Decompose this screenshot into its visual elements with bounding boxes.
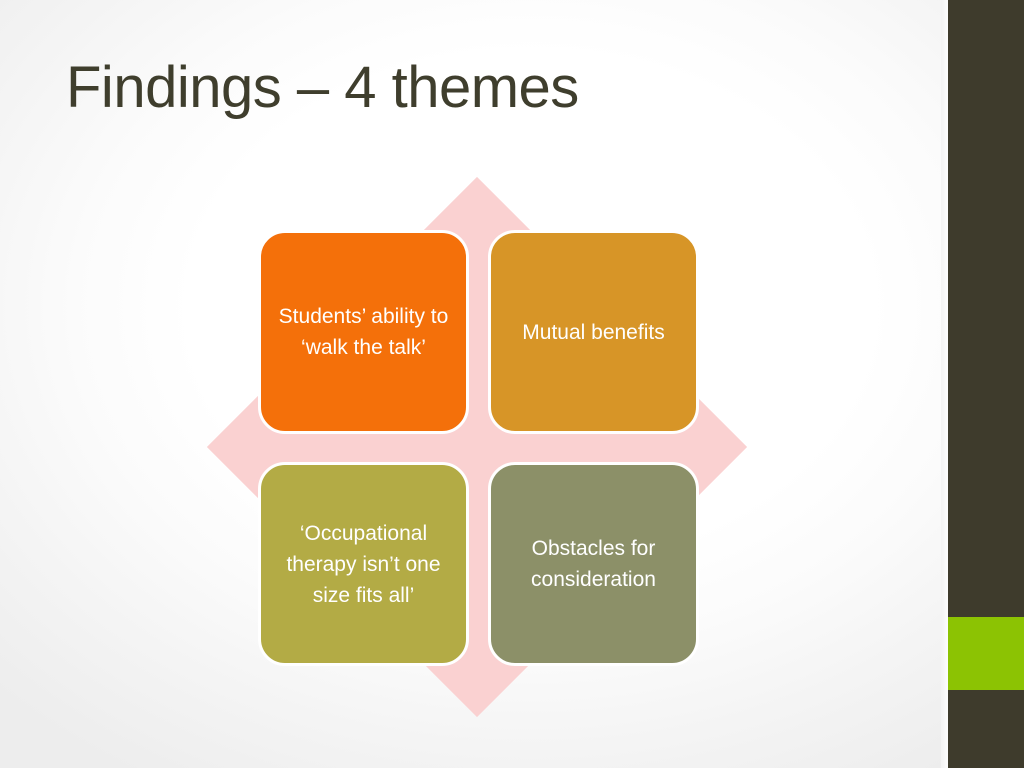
quadrant-top-right-label: Mutual benefits: [522, 320, 665, 344]
quadrant-bottom-left[interactable]: ‘Occupational therapy isn’t one size fit…: [258, 462, 469, 666]
quadrant-bottom-right[interactable]: Obstacles for consideration: [488, 462, 699, 666]
quadrant-top-left[interactable]: Students’ ability to ‘walk the talk’: [258, 230, 469, 434]
quadrant-top-right[interactable]: Mutual benefits: [488, 230, 699, 434]
quadrant-top-left-label: Students’ ability to ‘walk the talk’: [278, 305, 449, 359]
sidebar-edge-highlight: [941, 0, 948, 768]
quadrant-bottom-left-label: ‘Occupational therapy isn’t one size fit…: [286, 521, 441, 607]
decorative-side-accent: [948, 617, 1024, 690]
four-quadrant-diagram: Students’ ability to ‘walk the talk’ Mut…: [200, 170, 756, 728]
quadrant-bottom-right-label: Obstacles for consideration: [531, 537, 656, 591]
page-title: Findings – 4 themes: [66, 55, 579, 120]
